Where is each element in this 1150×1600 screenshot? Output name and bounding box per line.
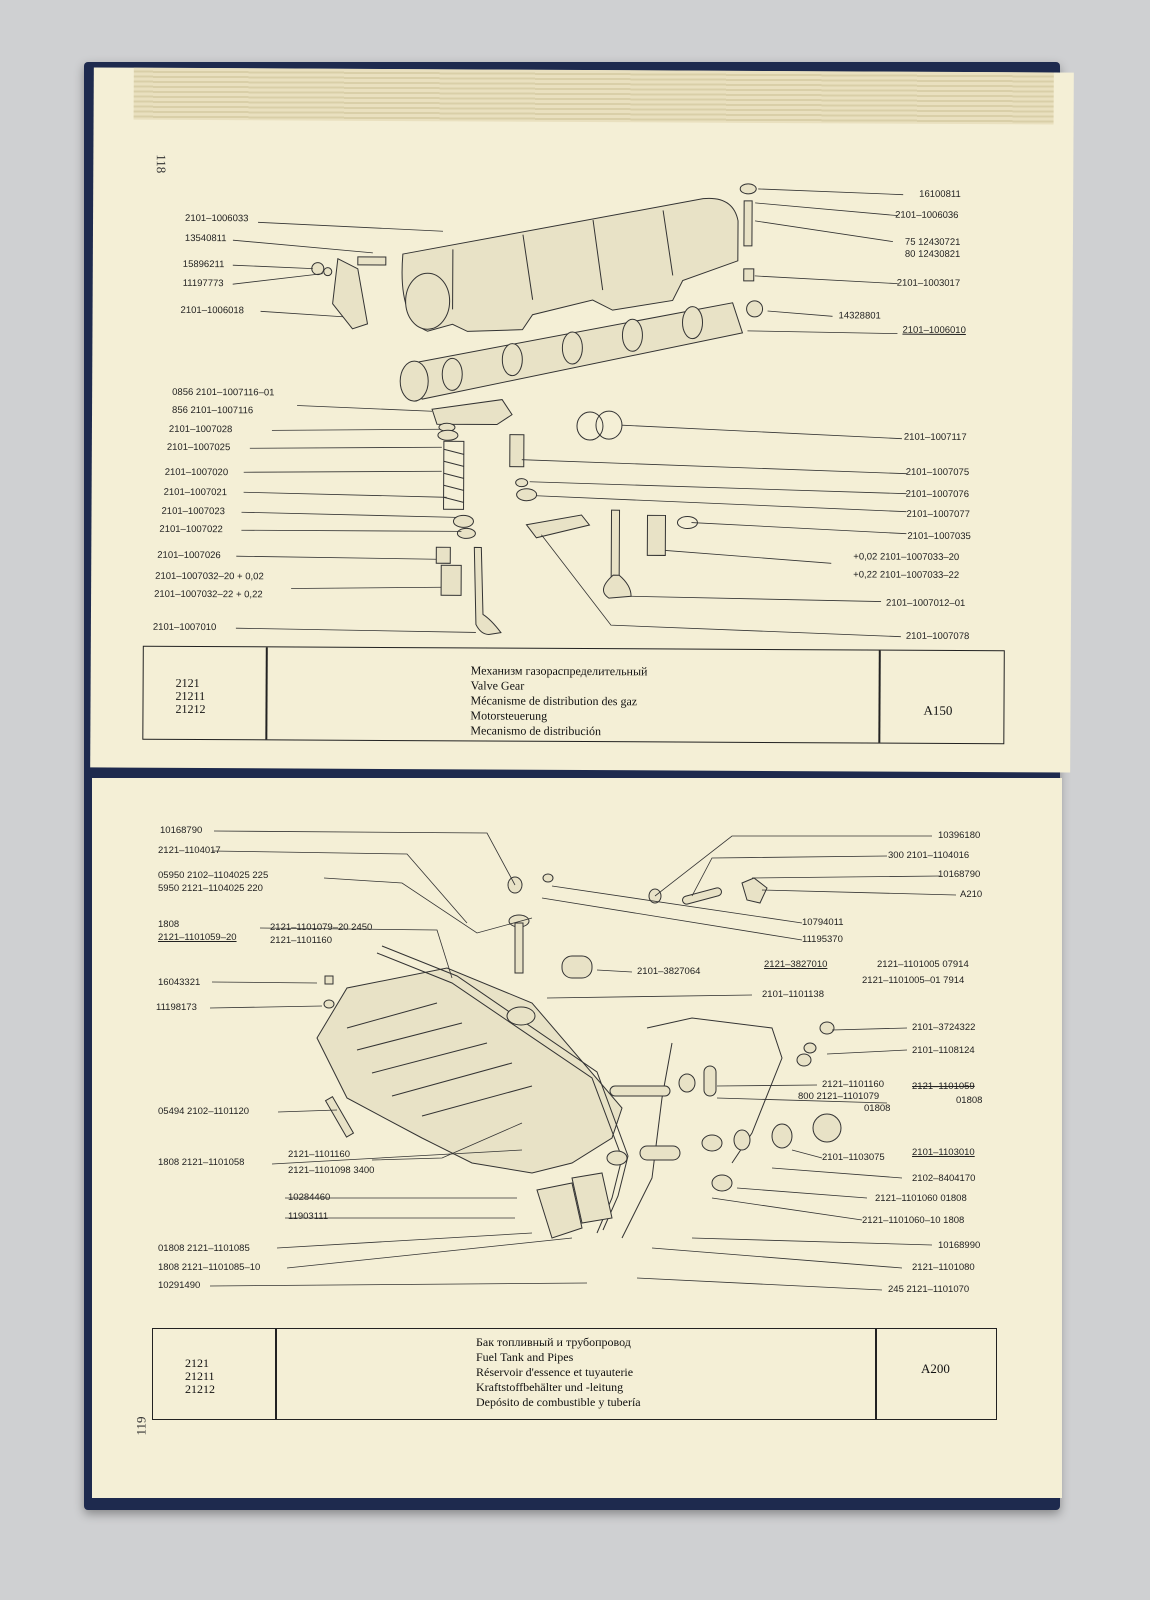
part-label: 2101–1007075: [905, 466, 970, 479]
part-label: 2121–1101079–20 2450: [270, 922, 373, 933]
part-label: 10168790: [938, 869, 981, 880]
upper-page: 118: [90, 67, 1074, 773]
part-label: 2101–1007022: [159, 523, 223, 536]
valve-gear-diagram: [232, 183, 907, 638]
part-label: 2101–1103010: [912, 1147, 975, 1158]
part-label: 2101–1007012–01: [886, 597, 966, 610]
part-label: 2121–1101060 01808: [875, 1193, 967, 1204]
part-label: 2101–1108124: [912, 1045, 975, 1056]
model-list: 2121 21211 21212: [185, 1356, 215, 1396]
part-label: 2121–1101160: [822, 1079, 884, 1090]
part-label: 11903111: [288, 1211, 329, 1222]
part-label: 300 2101–1104016: [888, 850, 970, 861]
part-label: 2101–1007035: [907, 530, 971, 543]
part-label: 16100811: [919, 188, 961, 200]
part-label: 11197773: [182, 277, 224, 290]
part-label: 15896211: [182, 258, 225, 271]
part-label: 2101–1007028: [168, 423, 233, 436]
part-label: 2101–1006036: [895, 209, 959, 221]
part-label: +0,22 2101–1007033–22: [853, 569, 960, 581]
part-label: 2101–1007020: [164, 466, 229, 479]
model-list: 2121 21211 21212: [175, 675, 206, 717]
part-label: 1808: [158, 919, 180, 930]
section-titles: Бак топливный и трубопровод Fuel Tank an…: [476, 1335, 641, 1409]
part-label: 10284460: [288, 1192, 331, 1203]
section-code: A150: [923, 702, 953, 718]
part-label: +0,02 2101–1007033–20: [853, 551, 960, 563]
part-label: 10168990: [938, 1240, 981, 1251]
part-label: 856 2101–1007116: [172, 404, 254, 417]
part-label: 05494 2102–1101120: [158, 1106, 250, 1117]
part-label: 2101–1003017: [896, 277, 961, 289]
part-label: 2101–1006033: [185, 212, 249, 225]
part-label: 2121–1101060–10 1808: [862, 1215, 965, 1226]
part-label: 2101–1006010: [902, 324, 966, 337]
part-label: 10794011: [802, 917, 844, 928]
part-label: 2101–1007117: [903, 431, 967, 444]
part-label: A210: [960, 889, 983, 900]
part-label: 80 12430821: [904, 248, 961, 260]
part-label: 1808 2121–1101058: [158, 1157, 245, 1168]
part-label: 10396180: [938, 830, 981, 841]
part-label: 2121–1101059: [912, 1081, 975, 1092]
part-label: 2101–1007010: [152, 621, 217, 634]
part-label: 2121–1101080: [912, 1262, 975, 1273]
part-label: 2101–1007025: [166, 441, 231, 454]
part-label: 2101–3827064: [637, 966, 701, 977]
part-label: 245 2121–1101070: [888, 1284, 970, 1295]
part-label: 800 2121–1101079: [798, 1091, 880, 1102]
part-label: 2102–8404170: [912, 1173, 976, 1184]
part-label: 2121–3827010: [764, 959, 828, 970]
part-label: 2101–1006018: [180, 304, 245, 317]
part-label: 16043321: [158, 977, 201, 988]
part-label: 01808: [956, 1095, 983, 1106]
part-label: 11195370: [802, 934, 843, 945]
part-label: 2101–1007076: [905, 488, 970, 501]
part-label: 2121–1101098 3400: [288, 1165, 375, 1176]
part-label: 01808 2121–1101085: [158, 1243, 250, 1254]
part-label: 2121–1101005–01 7914: [862, 975, 965, 986]
part-label: 0856 2101–1007116–01: [172, 386, 275, 399]
part-label: 2101–1007032–20 + 0,02: [155, 570, 264, 583]
part-label: 2101–1007032–22 + 0,22: [154, 588, 263, 601]
part-label: 2121–1101005 07914: [877, 959, 969, 970]
part-label: 2101–1103075: [822, 1152, 885, 1163]
part-label: 2101–1007077: [906, 508, 970, 521]
part-label: 2101–1007023: [161, 505, 225, 518]
part-label: 10168790: [160, 825, 203, 836]
part-label: 2101–1101138: [762, 989, 824, 1000]
part-label: 10291490: [158, 1280, 201, 1291]
part-label: 2101–3724322: [912, 1022, 976, 1033]
title-block: 2121 21211 21212 Бак топливный и трубопр…: [152, 1328, 997, 1420]
section-titles: Механизм газораспределительный Valve Gea…: [470, 663, 648, 739]
part-label: 13540811: [184, 232, 227, 245]
section-code: A200: [921, 1361, 950, 1376]
fuel-tank-diagram: [209, 830, 957, 1291]
part-label: 1808 2121–1101085–10: [158, 1262, 261, 1273]
lower-page: 119: [92, 778, 1062, 1498]
part-label: 75 12430721: [904, 236, 961, 248]
part-label: 2121–1101059–20: [158, 932, 237, 943]
part-label: 2101–1007078: [905, 630, 970, 643]
part-label: 2121–1101160: [270, 935, 332, 946]
part-label: 5950 2121–1104025 220: [158, 883, 263, 894]
part-label: 01808: [864, 1103, 891, 1114]
part-label: 2121–1101160: [288, 1149, 350, 1160]
part-label: 2121–1104017: [158, 845, 221, 856]
part-label: 2101–1007021: [163, 486, 228, 499]
part-label: 2101–1007026: [157, 549, 221, 562]
title-block: 2121 21211 21212 Механизм газораспредели…: [142, 645, 1005, 745]
part-label: 14328801: [838, 310, 881, 322]
part-label: 11198173: [156, 1002, 197, 1013]
part-label: 05950 2102–1104025 225: [158, 870, 269, 881]
